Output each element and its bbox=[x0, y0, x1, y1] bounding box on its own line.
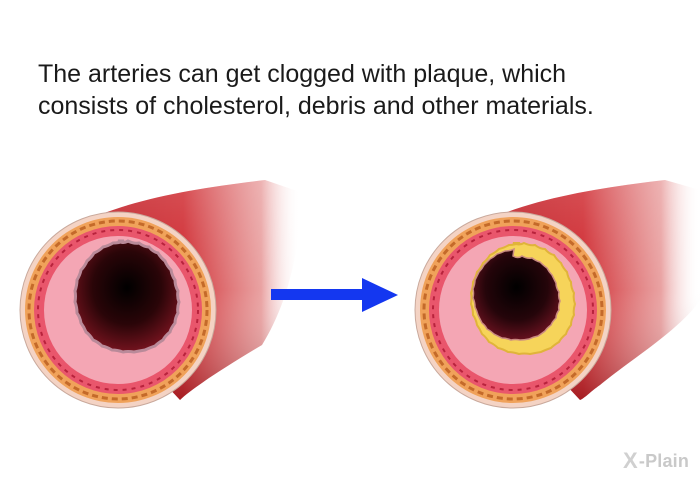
healthy-artery-adventitia-texture bbox=[27, 219, 209, 401]
xplain-logo: X -Plain bbox=[623, 448, 689, 474]
xplain-logo-mark: X bbox=[623, 448, 638, 473]
caption: The arteries can get clogged with plaque… bbox=[38, 58, 678, 122]
progression-arrow bbox=[271, 278, 398, 312]
clogged-artery bbox=[414, 180, 700, 409]
clogged-artery-adventitia-texture bbox=[422, 219, 604, 401]
caption-line-2: consists of cholesterol, debris and othe… bbox=[38, 92, 594, 120]
healthy-artery bbox=[19, 180, 301, 409]
arrow-head bbox=[362, 278, 398, 312]
xplain-logo-text: -Plain bbox=[638, 450, 690, 471]
clogged-artery-media-texture bbox=[432, 229, 594, 391]
healthy-artery-lumen bbox=[73, 239, 181, 354]
arrow-shaft bbox=[271, 289, 366, 300]
clogged-artery-lumen bbox=[472, 247, 561, 341]
caption-line-1: The arteries can get clogged with plaque… bbox=[38, 60, 567, 88]
healthy-artery-media-texture bbox=[37, 229, 199, 391]
